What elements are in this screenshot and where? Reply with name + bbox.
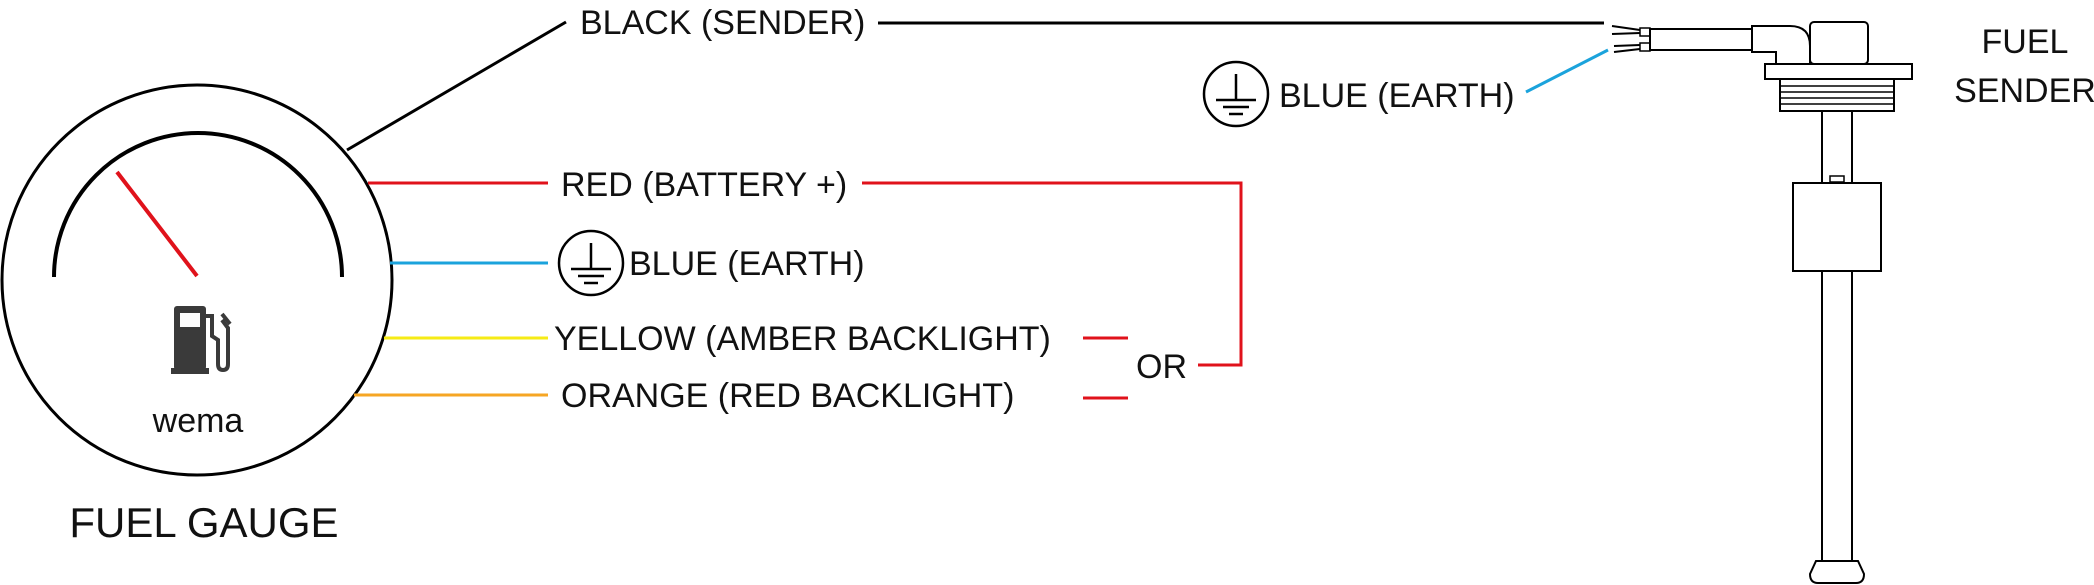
- sender-float: [1792, 182, 1882, 272]
- ground-symbol-icon: [557, 229, 625, 297]
- blue-earth-wire-sender: [1525, 48, 1609, 94]
- fuel-gauge: wema: [0, 83, 394, 477]
- red-battery-wire-right: [862, 181, 1243, 367]
- sender-float-stop: [1829, 175, 1845, 183]
- fuel-sender-label-line2: SENDER: [1954, 72, 2094, 110]
- ground-symbol-icon: [1202, 60, 1270, 128]
- sender-elbow-connector: [1751, 25, 1811, 65]
- fuel-gauge-label: FUEL GAUGE: [69, 499, 338, 546]
- gauge-needle: [115, 170, 199, 278]
- or-label: OR: [1136, 348, 1187, 386]
- black-sender-wire-diagonal: [346, 20, 567, 152]
- sender-flange: [1764, 63, 1913, 80]
- yellow-backlight-label: YELLOW (AMBER BACKLIGHT): [554, 320, 1051, 358]
- brand-label: wema: [152, 402, 244, 440]
- fuel-sender-label-line1: FUEL: [1982, 23, 2069, 61]
- fuel-pump-icon: [171, 306, 232, 374]
- orange-backlight-label: ORANGE (RED BACKLIGHT): [561, 377, 1014, 415]
- sender-thread: [1779, 78, 1895, 112]
- sender-bottom-cap: [1808, 560, 1866, 584]
- black-sender-label: BLACK (SENDER): [580, 4, 865, 42]
- gauge-bezel: [0, 83, 394, 477]
- red-battery-label: RED (BATTERY +): [561, 166, 847, 204]
- gauge-scale-arc: [52, 131, 344, 278]
- blue-earth-sender-label: BLUE (EARTH): [1279, 77, 1515, 115]
- sender-top-cap: [1809, 21, 1869, 65]
- sender-cable: [1649, 28, 1755, 51]
- fuel-sender: [1611, 21, 1913, 584]
- blue-earth-gauge-label: BLUE (EARTH): [629, 245, 865, 283]
